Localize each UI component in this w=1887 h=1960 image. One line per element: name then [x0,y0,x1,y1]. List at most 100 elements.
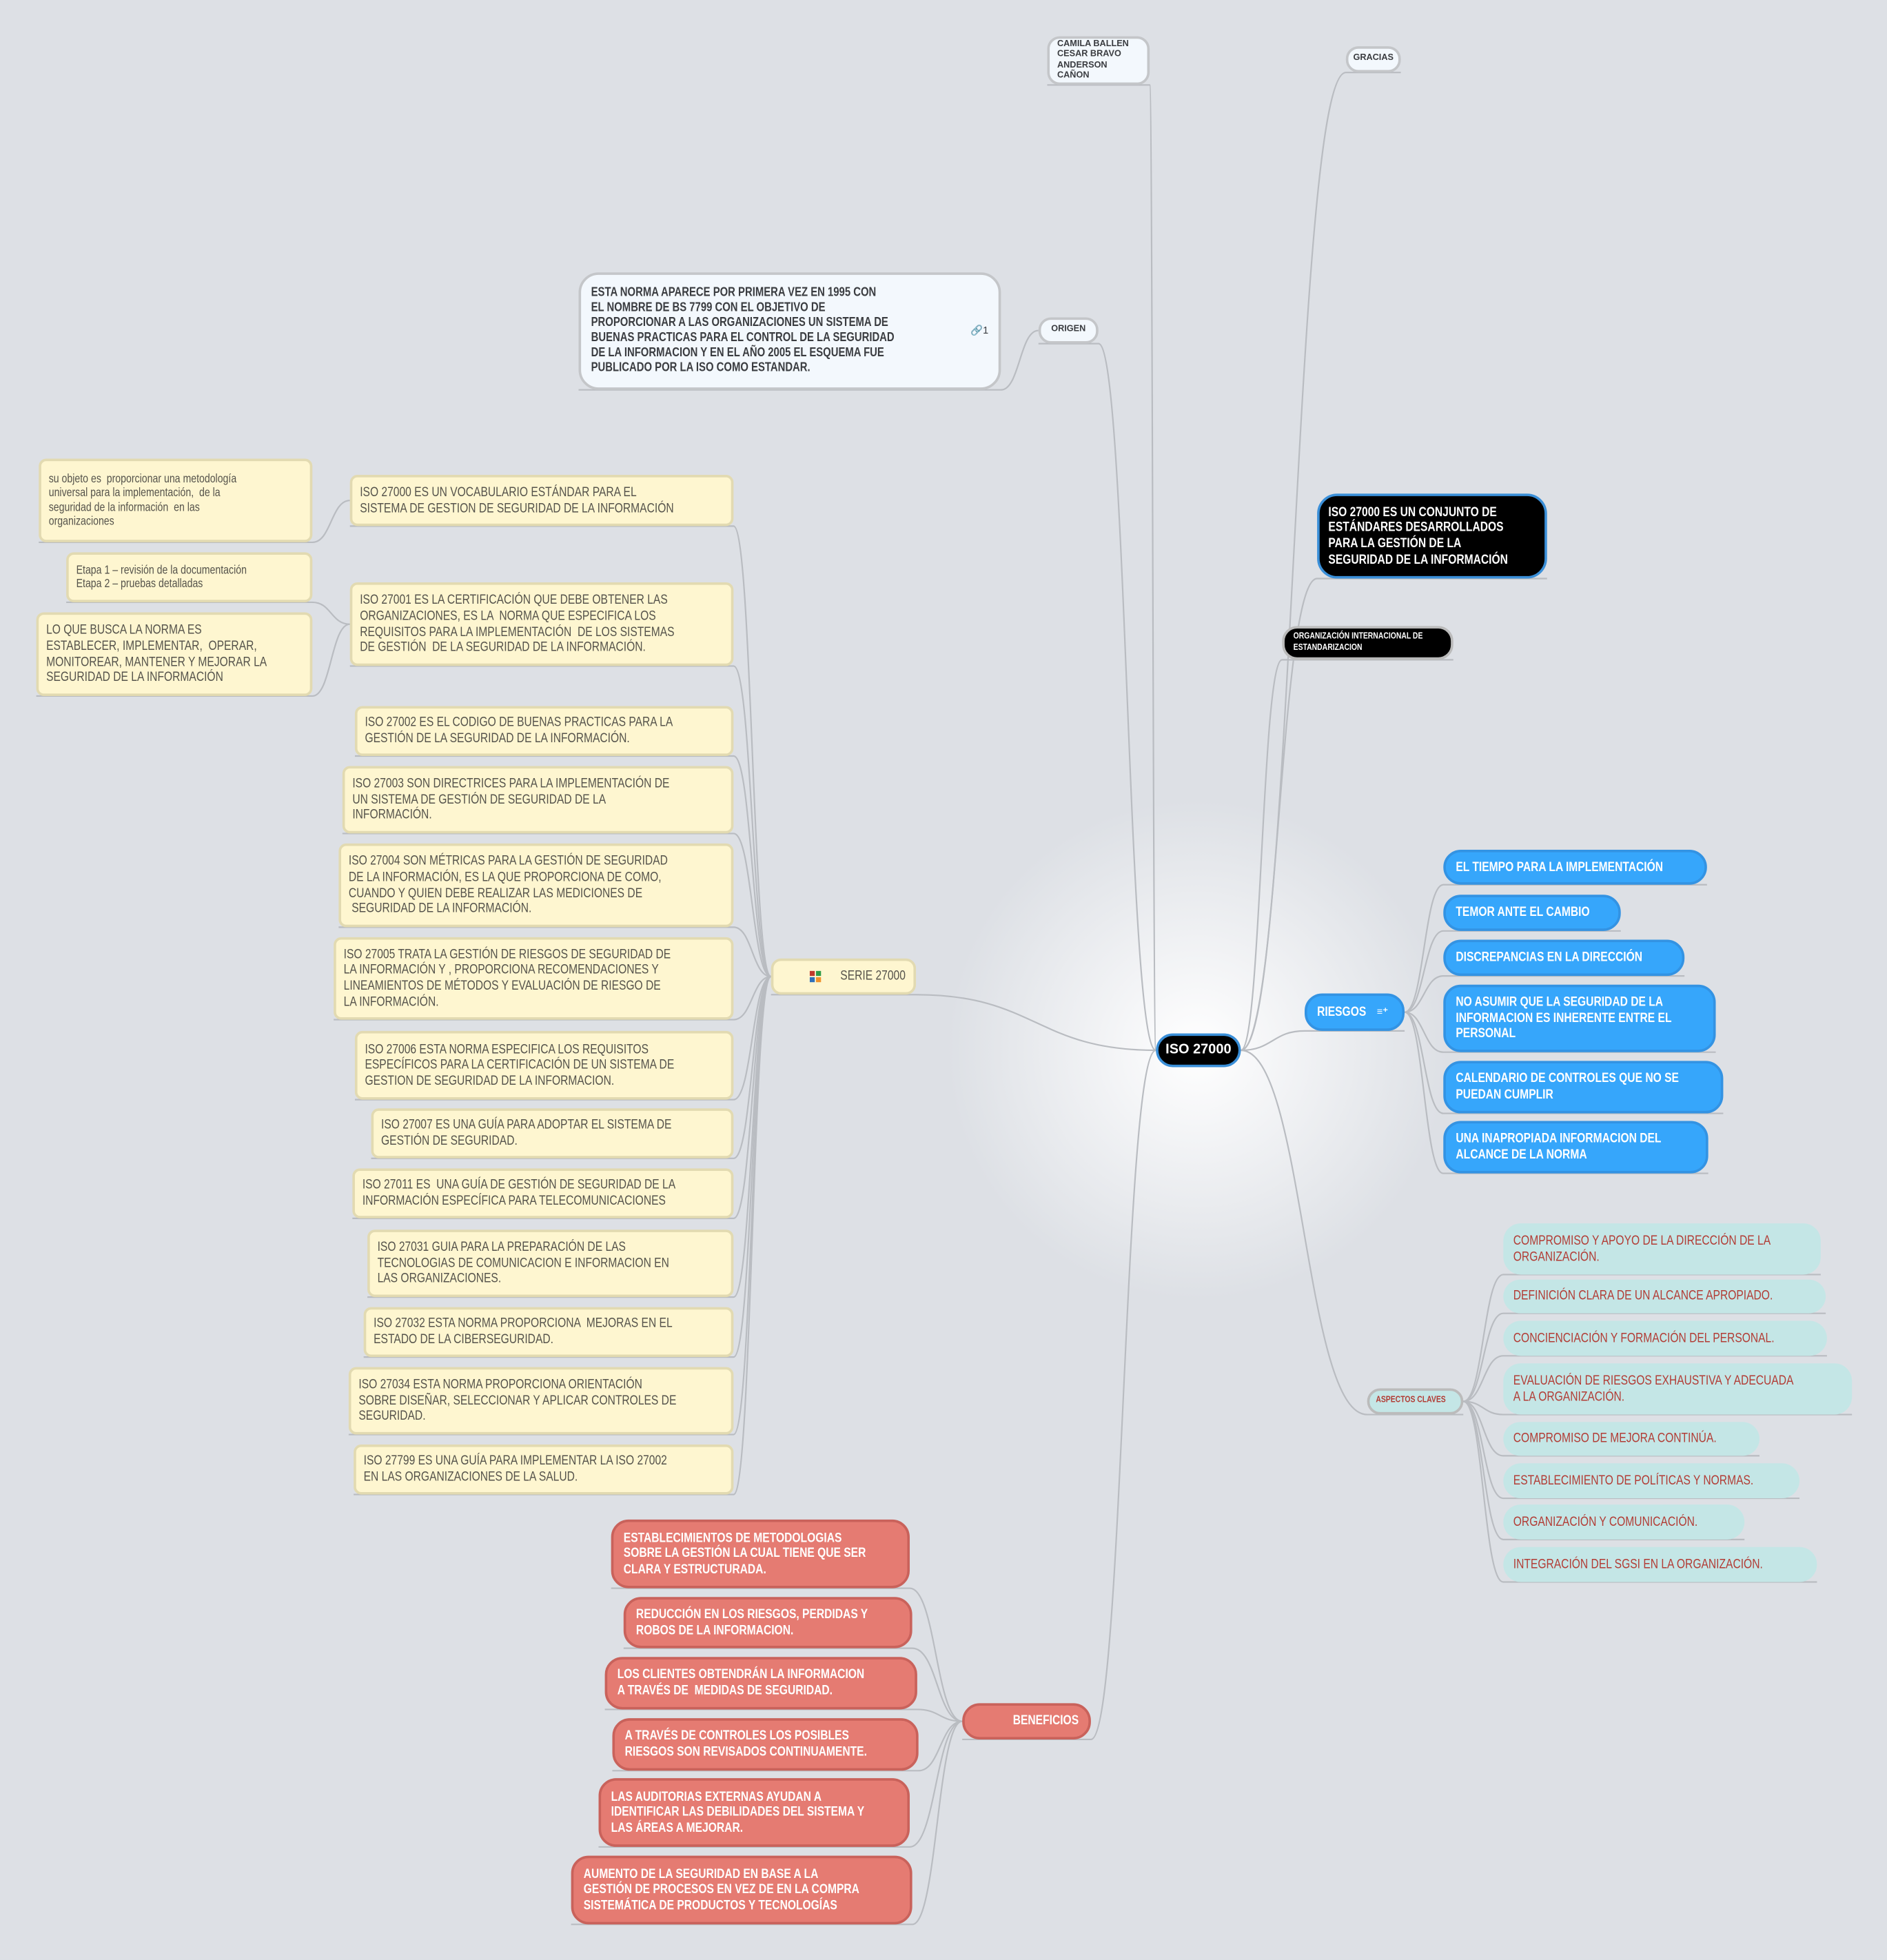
riesgo-item[interactable]: DISCREPANCIAS EN LA DIRECCIÓN [1443,939,1685,977]
org-node[interactable]: ORGANIZACIÓN INTERNACIONAL DE ESTANDARIZ… [1282,626,1454,660]
connector-line [1241,1049,1464,1416]
serie-label: SERIE 27000 [840,968,906,984]
connector-line [1404,1011,1716,1053]
gracias-node[interactable]: GRACIAS [1345,46,1401,73]
connector-line [338,926,771,978]
serie-item-label: ISO 27011 ES UNA GUÍA DE GESTIÓN DE SEGU… [362,1177,676,1209]
definition-node[interactable]: ISO 27000 ES UN CONJUNTO DE ESTÁNDARES D… [1317,493,1547,579]
serie-item-label: ISO 27007 ES UNA GUÍA PARA ADOPTAR EL SI… [381,1117,672,1149]
connector-line [66,601,350,625]
serie-item[interactable]: ISO 27032 ESTA NORMA PROPORCIONA MEJORAS… [363,1307,734,1358]
serie-item-label: ISO 27031 GUIA PARA LA PREPARACIÓN DE LA… [377,1239,669,1287]
serie-item[interactable]: ISO 27011 ES UNA GUÍA DE GESTIÓN DE SEGU… [352,1168,734,1218]
riesgo-item[interactable]: EL TIEMPO PARA LA IMPLEMENTACIÓN [1443,849,1707,885]
connector-line [349,525,772,978]
riesgo-item[interactable]: NO ASUMIR QUE LA SEGURIDAD DE LA INFORMA… [1443,984,1716,1052]
connector-line [354,975,772,1101]
connector-line [352,975,772,1219]
serie-sub-item-label: su objeto es proporcionar una metodologí… [48,471,237,529]
aspecto-item[interactable]: INTEGRACIÓN DEL SGSI EN LA ORGANIZACIÓN. [1503,1546,1817,1582]
connector-line [578,329,1039,391]
serie-item[interactable]: ISO 27003 SON DIRECTRICES PARA LA IMPLEM… [342,766,734,834]
origen-node[interactable]: ORIGEN [1038,317,1099,344]
serie-item[interactable]: ISO 27034 ESTA NORMA PROPORCIONA ORIENTA… [348,1367,734,1435]
serie-item[interactable]: ISO 27005 TRATA LA GESTIÓN DE RIESGOS DE… [334,937,734,1020]
origen-detail-node[interactable]: ESTA NORMA APARECE POR PRIMERA VEZ EN 19… [578,272,1001,390]
beneficio-item[interactable]: REDUCCIÓN EN LOS RIESGOS, PERDIDAS Y ROB… [623,1597,912,1648]
serie-item-label: ISO 27001 ES LA CERTIFICACIÓN QUE DEBE O… [360,593,675,655]
aspecto-item[interactable]: DEFINICIÓN CLARA DE UN ALCANCE APROPIADO… [1503,1279,1826,1314]
connector-line [354,975,772,1495]
connector-line [1404,975,1685,1013]
serie-sub-item[interactable]: Etapa 1 – revisión de la documentación E… [66,552,313,602]
beneficio-item-label: ESTABLECIMIENTOS DE METODOLOGIAS SOBRE L… [623,1530,866,1577]
serie-item-label: ISO 27032 ESTA NORMA PROPORCIONA MEJORAS… [374,1316,673,1347]
beneficio-item-label: AUMENTO DE LA SEGURIDAD EN BASE A LA GES… [583,1866,859,1913]
authors-node[interactable]: CAMILA BALLEN CESAR BRAVO ANDERSON CAÑON [1047,36,1150,85]
central-topic[interactable]: ISO 27000 [1156,1033,1241,1068]
connector-line [1404,1011,1708,1174]
beneficio-item[interactable]: LAS AUDITORIAS EXTERNAS AYUDAN A IDENTIF… [598,1778,910,1847]
connector-line [1404,884,1707,1013]
link-icon[interactable]: 🔗1 [970,325,989,337]
connector-line [1240,659,1454,1052]
connector-line [1463,1312,1826,1402]
serie-item-label: ISO 27002 ES EL CODIGO DE BUENAS PRACTIC… [365,715,673,746]
aspecto-item-label: COMPROMISO Y APOYO DE LA DIRECCIÓN DE LA… [1513,1233,1771,1265]
connector-line [611,1587,963,1722]
beneficio-item[interactable]: AUMENTO DE LA SEGURIDAD EN BASE A LA GES… [571,1855,912,1925]
connector-line [354,755,772,978]
riesgo-item-label: UNA INAPROPIADA INFORMACION DEL ALCANCE … [1456,1131,1662,1163]
connector-line [1404,930,1621,1013]
gracias-label: GRACIAS [1353,54,1394,63]
connector-line [1463,1400,1759,1457]
serie-item[interactable]: ISO 27002 ES EL CODIGO DE BUENAS PRACTIC… [354,706,734,756]
serie-sub-item[interactable]: LO QUE BUSCA LA NORMA ES ESTABLECER, IMP… [36,612,313,696]
serie-item[interactable]: ISO 27007 ES UNA GUÍA PARA ADOPTAR EL SI… [371,1108,734,1158]
aspecto-item[interactable]: ESTABLECIMIENTO DE POLÍTICAS Y NORMAS. [1503,1463,1800,1499]
beneficio-item-label: A TRAVÉS DE CONTROLES LOS POSIBLES RIESG… [624,1728,867,1759]
serie-item[interactable]: ISO 27001 ES LA CERTIFICACIÓN QUE DEBE O… [349,582,734,666]
connector-line [1462,1400,1800,1500]
aspecto-item[interactable]: CONCIENCIACIÓN Y FORMACIÓN DEL PERSONAL. [1503,1320,1827,1356]
aspecto-item[interactable]: COMPROMISO Y APOYO DE LA DIRECCIÓN DE LA… [1503,1223,1821,1275]
beneficios-node[interactable]: BENEFICIOS [962,1703,1091,1739]
riesgo-item[interactable]: TEMOR ANTE EL CAMBIO [1443,895,1621,931]
link-count: 1 [983,325,989,337]
riesgo-item[interactable]: CALENDARIO DE CONTROLES QUE NO SE PUEDAN… [1443,1061,1724,1114]
notes-icon[interactable]: ≡⁺ [1376,1005,1389,1018]
connector-line [604,1708,963,1722]
serie-sub-item-label: LO QUE BUSCA LA NORMA ES ESTABLECER, IMP… [46,622,267,685]
origen-detail-text: ESTA NORMA APARECE POR PRIMERA VEZ EN 19… [591,286,895,375]
serie-sub-item[interactable]: su objeto es proporcionar una metodologí… [39,458,313,542]
connector-line [1462,1400,1817,1583]
serie-item[interactable]: ISO 27006 ESTA NORMA ESPECIFICA LOS REQU… [354,1030,734,1100]
riesgo-item[interactable]: UNA INAPROPIADA INFORMACION DEL ALCANCE … [1443,1121,1708,1174]
aspecto-item[interactable]: COMPROMISO DE MEJORA CONTINÚA. [1503,1422,1759,1456]
aspecto-item-label: ORGANIZACIÓN Y COMUNICACIÓN. [1513,1514,1698,1529]
riesgo-item-label: NO ASUMIR QUE LA SEGURIDAD DE LA INFORMA… [1456,994,1672,1041]
beneficio-item[interactable]: A TRAVÉS DE CONTROLES LOS POSIBLES RIESG… [612,1718,919,1771]
central-topic-label: ISO 27000 [1165,1042,1232,1057]
riesgos-node[interactable]: RIESGOS≡⁺ [1304,993,1405,1031]
serie-item[interactable]: ISO 27000 ES UN VOCABULARIO ESTÁNDAR PAR… [349,475,734,527]
serie-item[interactable]: ISO 27799 ES UNA GUÍA PARA IMPLEMENTAR L… [354,1445,734,1495]
windows-icon [810,970,822,983]
serie-node[interactable]: SERIE 27000 [771,958,917,995]
connector-line [349,665,772,978]
beneficio-item[interactable]: ESTABLECIMIENTOS DE METODOLOGIAS SOBRE L… [611,1519,910,1589]
connector-line [571,1720,963,1926]
serie-item[interactable]: ISO 27031 GUIA PARA LA PREPARACIÓN DE LA… [367,1229,734,1298]
aspecto-item-label: CONCIENCIACIÓN Y FORMACIÓN DEL PERSONAL. [1513,1330,1775,1346]
aspecto-item[interactable]: EVALUACIÓN DE RIESGOS EXHAUSTIVA Y ADECU… [1503,1363,1853,1415]
aspecto-item[interactable]: ORGANIZACIÓN Y COMUNICACIÓN. [1503,1504,1745,1540]
serie-item-label: ISO 27003 SON DIRECTRICES PARA LA IMPLEM… [352,776,670,823]
serie-item[interactable]: ISO 27004 SON MÉTRICAS PARA LA GESTIÓN D… [338,843,734,928]
aspectos-node[interactable]: ASPECTOS CLAVES [1367,1388,1464,1415]
beneficio-item[interactable]: LOS CLIENTES OBTENDRÁN LA INFORMACION A … [604,1657,917,1710]
serie-item-label: ISO 27000 ES UN VOCABULARIO ESTÁNDAR PAR… [360,484,674,515]
connector-line [1038,343,1156,1052]
connector-line [371,975,772,1159]
serie-item-label: ISO 27004 SON MÉTRICAS PARA LA GESTIÓN D… [348,853,668,917]
